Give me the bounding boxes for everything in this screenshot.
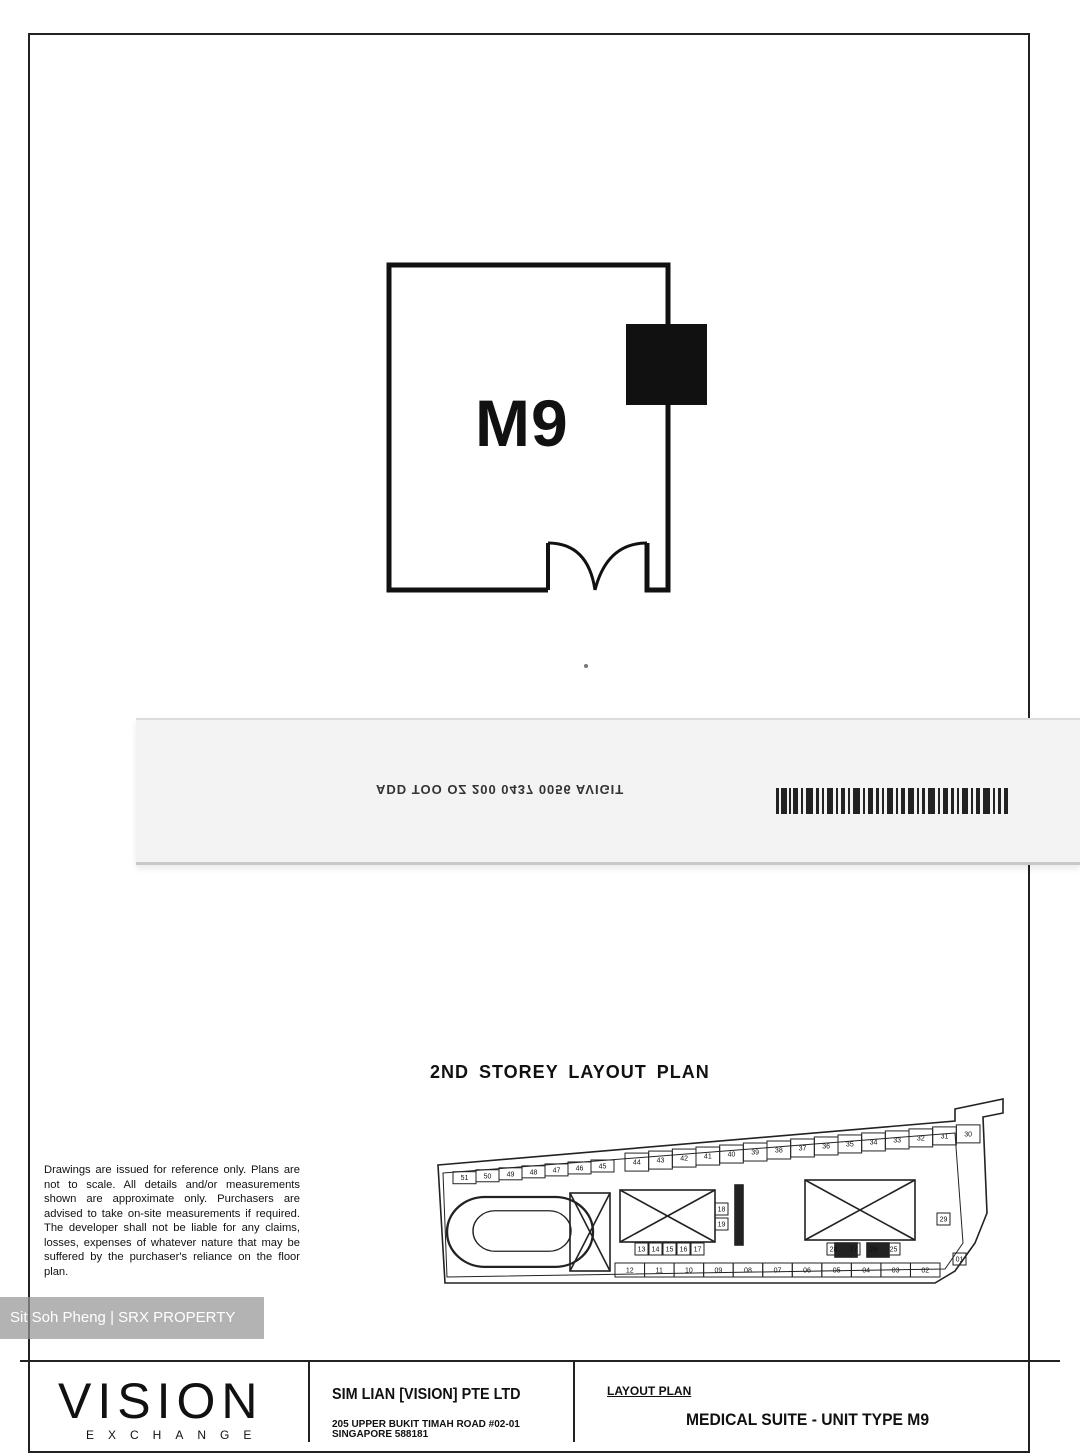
watermark-label: Sit Soh Pheng | SRX PROPERTY xyxy=(0,1297,264,1339)
unit-number: 27 xyxy=(850,1247,858,1254)
riser-block xyxy=(626,324,707,405)
overlay-strip-text: ADD TOO OZ 200 0437 0056 AVIGIT xyxy=(376,782,625,797)
unit-cell xyxy=(634,1242,649,1256)
address-line: SINGAPORE 588181 xyxy=(332,1429,429,1440)
unit-cell xyxy=(846,1242,861,1256)
unit-number: 50 xyxy=(484,1173,492,1180)
unit-cell xyxy=(955,1124,981,1144)
unit-cell xyxy=(590,1159,615,1173)
unit-number: 16 xyxy=(680,1247,688,1254)
unit-number: 15 xyxy=(666,1247,674,1254)
unit-number: 33 xyxy=(893,1137,901,1144)
unit-floor-plan xyxy=(386,262,707,593)
door-swing-left xyxy=(547,541,597,591)
unit-number: 14 xyxy=(652,1247,660,1254)
unit-number: 02 xyxy=(921,1268,929,1275)
unit-number: 45 xyxy=(599,1163,607,1170)
unit-cell xyxy=(936,1212,951,1226)
unit-number: 30 xyxy=(964,1131,972,1138)
unit-number: 35 xyxy=(846,1141,854,1148)
unit-cell xyxy=(886,1242,901,1256)
unit-cell xyxy=(714,1217,729,1231)
layout-plan-label: LAYOUT PLAN xyxy=(607,1384,692,1398)
unit-number: 38 xyxy=(775,1148,783,1155)
unit-number: 06 xyxy=(803,1268,811,1275)
unit-number: 41 xyxy=(704,1154,712,1161)
unit-number: 29 xyxy=(940,1217,948,1224)
site-plan-diagram: 44 43 42 41 40 39 38 37 36 35 34 33 32 31 30 51 50 49 48 47… xyxy=(437,1098,1004,1284)
unit-number: 11 xyxy=(656,1268,663,1275)
address-line: 205 UPPER BUKIT TIMAH ROAD #02-01 xyxy=(332,1419,520,1430)
unit-cell xyxy=(866,1242,881,1256)
unit-number: 43 xyxy=(657,1158,665,1165)
unit-type-title: MEDICAL SUITE - UNIT TYPE M9 xyxy=(686,1410,930,1429)
unit-number: 51 xyxy=(461,1175,469,1182)
unit-cell xyxy=(690,1242,705,1256)
developer-address: 205 UPPER BUKIT TIMAH ROAD #02-01 SINGAP… xyxy=(332,1420,520,1440)
plan-outline xyxy=(437,1098,1004,1284)
unit-number: 32 xyxy=(917,1135,925,1142)
unit-number: 31 xyxy=(941,1133,949,1140)
title-block-divider xyxy=(573,1362,575,1442)
title-block: VISION EXCHANGE SIM LIAN [VISION] PTE LT… xyxy=(20,1360,1060,1442)
unit-number: 39 xyxy=(751,1150,759,1157)
unit-number: 25 xyxy=(890,1247,898,1254)
unit-cell xyxy=(714,1202,729,1216)
dot-mark xyxy=(584,664,588,668)
storey-plan-title: 2ND STOREY LAYOUT PLAN xyxy=(430,1062,710,1082)
overlay-strip: ADD TOO OZ 200 0437 0056 AVIGIT xyxy=(136,718,1080,865)
unit-number: 44 xyxy=(633,1160,641,1167)
unit-cell xyxy=(676,1242,691,1256)
unit-number: 46 xyxy=(576,1165,584,1172)
unit-number: 48 xyxy=(530,1169,538,1176)
unit-number: 12 xyxy=(626,1268,634,1275)
track-outline xyxy=(445,1195,595,1268)
unit-number: 10 xyxy=(685,1268,693,1275)
unit-number: 47 xyxy=(553,1167,561,1174)
unit-number: 07 xyxy=(774,1268,782,1275)
unit-number: 08 xyxy=(744,1268,752,1275)
brand-logo-subtitle: EXCHANGE xyxy=(86,1428,266,1442)
door-swing-right xyxy=(593,541,648,591)
unit-label: M9 xyxy=(475,386,569,460)
unit-number: 26 xyxy=(870,1247,878,1254)
unit-number: 01 xyxy=(956,1257,964,1264)
unit-number: 40 xyxy=(728,1152,736,1159)
unit-cell xyxy=(826,1242,841,1256)
unit-cell xyxy=(662,1242,677,1256)
unit-number: 05 xyxy=(833,1268,841,1275)
brand-logo: VISION xyxy=(58,1373,264,1429)
unit-number: 09 xyxy=(715,1268,723,1275)
unit-number: 13 xyxy=(638,1247,646,1254)
unit-number: 37 xyxy=(799,1145,807,1152)
unit-cell xyxy=(648,1242,663,1256)
unit-number: 17 xyxy=(694,1247,702,1254)
unit-cell xyxy=(909,1262,941,1278)
unit-number: 42 xyxy=(680,1156,688,1163)
unit-number: 36 xyxy=(822,1143,830,1150)
developer-name: SIM LIAN [VISION] PTE LTD xyxy=(332,1386,521,1403)
unit-number: 28 xyxy=(830,1247,838,1254)
unit-number: 19 xyxy=(718,1222,726,1229)
unit-number: 03 xyxy=(892,1268,900,1275)
unit-number: 04 xyxy=(862,1268,870,1275)
title-block-divider xyxy=(308,1362,310,1442)
disclaimer-text: Drawings are issued for reference only. … xyxy=(44,1164,300,1278)
barcode-icon xyxy=(776,788,1008,814)
unit-number: 34 xyxy=(870,1139,878,1146)
unit-number: 18 xyxy=(718,1207,726,1214)
unit-number: 49 xyxy=(507,1171,515,1178)
unit-cell xyxy=(952,1252,967,1266)
